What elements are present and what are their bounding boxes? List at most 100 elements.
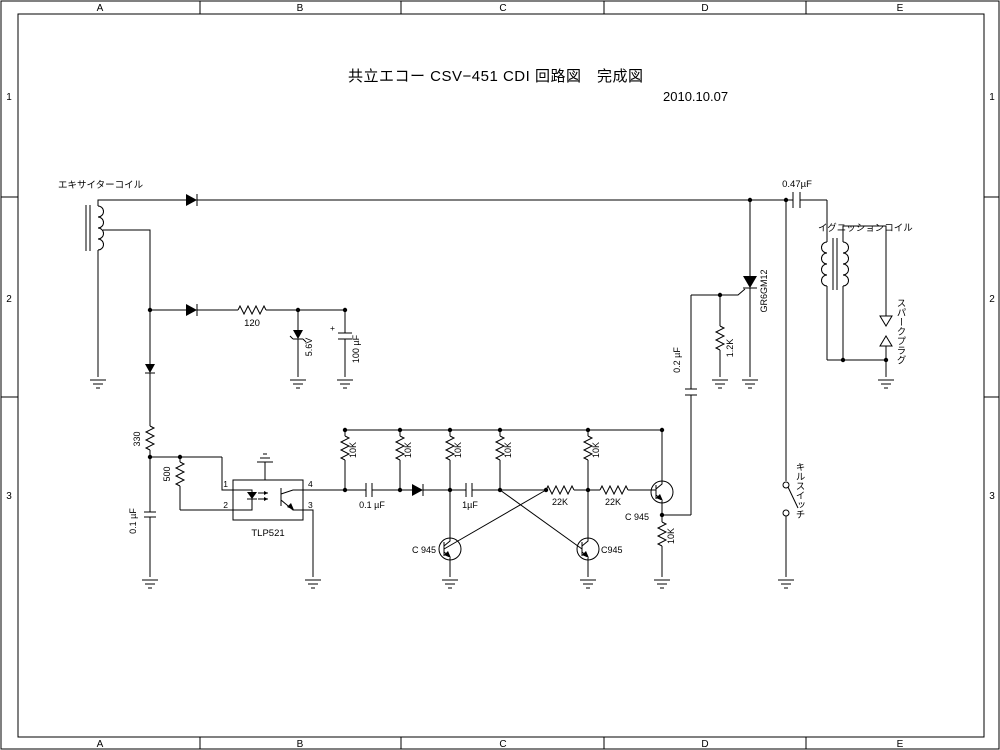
optocoupler-tlp521: 1 2 4 3 TLP521 [223,453,314,577]
ignition-coil-label: イグニッションコイル [818,222,913,234]
opto-pin4-label: 4 [308,479,313,489]
supply-resistor-label: 120 [244,318,260,329]
q3-label: C 945 [625,512,649,522]
title-block: 共立エコー CSV−451 CDI 回路図 完成図 2010.10.07 [348,68,728,104]
spark-plug: スパークプラグ [879,298,907,365]
kill-switch: キルスイッチ [782,200,805,577]
spark-plug-label: スパークプラグ [895,298,907,365]
supply-resistor-120: 120 [237,304,345,329]
trigger-cap-label: 0.2 µF [672,347,682,373]
ground-symbol [337,379,353,389]
trigger-cap-0u2: 0.2 µF [662,295,697,516]
base-resistor-22k-1: 22K [545,484,600,507]
transistor-q2: C945 [576,490,623,577]
coupling-cap-0u1: 0.1 µF [303,483,412,510]
grid-col-a-bottom: A [97,739,104,750]
main-cap-label: 0.47µF [782,179,812,190]
pullup-resistor-label: 10K [591,442,601,458]
q2-label: C945 [601,545,623,555]
ignition-coil: イグニッションコイル [818,200,913,377]
grid-row-1-left: 1 [6,92,12,103]
shunt-resistor-label: 500 [162,466,172,481]
grid-row-2-left: 2 [6,294,12,305]
base-resistor-22k-2: 22K [599,484,656,507]
grid-col-c-top: C [499,3,506,14]
pullup-resistor-2: 10K [394,430,413,490]
emitter-resistor-label: 10K [666,528,676,544]
pullup-resistor-1: 10K [339,430,358,490]
opto-input-wiring [150,456,233,491]
input-cap-0u1: 0.1 µF [128,457,156,577]
supply-cap-100uf: + 100 µF [330,310,361,377]
grid-row-3-right: 3 [989,491,995,502]
grid-col-a-top: A [97,3,104,14]
gate-resistor-label: 1.2K [725,339,735,358]
grid-col-e-bottom: E [897,739,904,750]
zener-label: 5.6V [304,338,314,357]
schematic-title: 共立エコー CSV−451 CDI 回路図 完成図 [348,68,643,85]
pullup-resistor-3: 10K [444,430,463,490]
pullup-resistor-5: 10K [582,430,601,490]
resistor-500: 500 [162,457,233,511]
grid-row-1-right: 1 [989,92,995,103]
pullup-resistor-4: 10K [494,430,513,490]
schematic-date: 2010.10.07 [663,89,728,104]
opto-pin1-label: 1 [223,479,228,489]
main-cap-0u47: 0.47µF [782,179,827,208]
exciter-coil-label: エキサイターコイル [58,180,144,191]
ground-symbol [142,579,158,589]
gate-resistor-1k2: 1.2K [714,295,735,377]
input-resistor-label: 330 [132,431,142,446]
grid-col-d-bottom: D [701,739,708,750]
ground-symbol [580,579,596,589]
grid-row-2-right: 2 [989,294,995,305]
exciter-coil: エキサイターコイル [58,180,186,377]
pullup-resistor-label: 10K [403,442,413,458]
cross-coupling-wires [443,489,583,550]
ground-symbol [742,379,758,389]
grid-col-c-bottom: C [499,739,506,750]
led-emission-arrows [258,492,268,500]
scr-gr6gm12: GR6GM12 [691,200,769,377]
coupling-cap-1uf: 1µF [462,483,546,510]
ground-symbol [290,379,306,389]
ground-symbol [712,379,728,389]
grid-row-3-left: 3 [6,491,12,502]
ground-symbol [878,379,894,389]
pullup-resistor-label: 10K [503,442,513,458]
optocoupler-label: TLP521 [251,528,284,539]
grid-col-b-top: B [297,3,304,14]
grid-col-d-top: D [701,3,708,14]
opto-top-ground-symbol [257,453,273,463]
coupling-cap2-label: 1µF [462,500,478,510]
coupling-cap1-label: 0.1 µF [359,500,385,510]
opto-pin2-label: 2 [223,500,228,510]
base-resistor-label: 22K [605,497,621,507]
ground-symbol [90,379,106,389]
base-resistor-label: 22K [552,497,568,507]
input-cap-label: 0.1 µF [128,508,138,534]
q1-label: C 945 [412,545,436,555]
supply-diode [150,304,238,316]
hv-diode [186,194,793,206]
opto-pin3-label: 3 [308,500,313,510]
transistor-q1: C 945 [412,490,462,577]
ground-symbol [654,579,670,589]
junction-dots [147,197,889,518]
ground-symbol [442,579,458,589]
pullup-resistor-label: 10K [348,442,358,458]
signal-diode [412,484,466,496]
transistor-q3: C 945 [625,430,674,522]
grid-col-b-bottom: B [297,739,304,750]
scr-label: GR6GM12 [759,269,769,312]
supply-cap-polarity: + [330,323,335,333]
ground-symbol [778,579,794,589]
resistor-330: 330 [132,425,156,457]
pullup-resistor-label: 10K [453,442,463,458]
emitter-resistor-10k: 10K [656,515,676,577]
ground-symbols [90,379,894,589]
trigger-diode [145,310,155,426]
zener-5v6: 5.6V [289,310,314,377]
